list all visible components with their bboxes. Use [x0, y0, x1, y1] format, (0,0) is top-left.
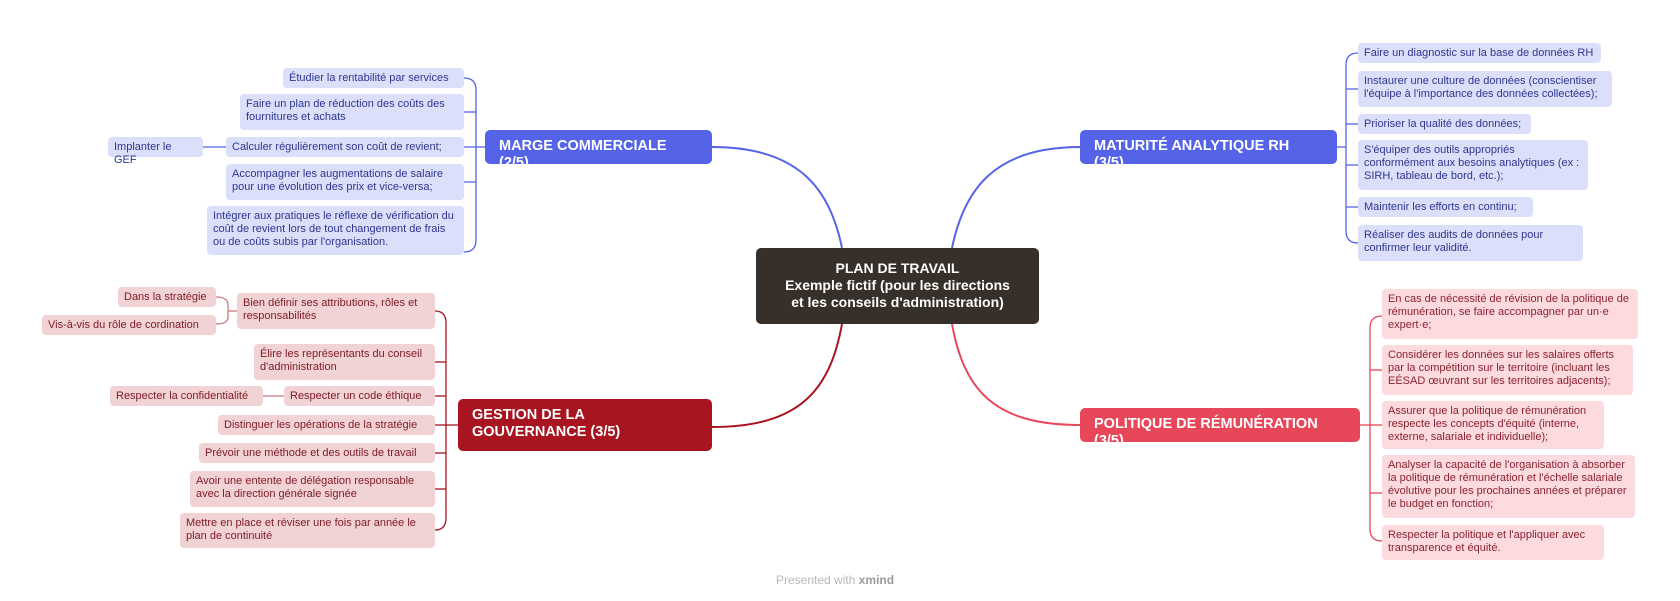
connector-center-remuneration	[951, 323, 1081, 426]
marge-item-cout-revient[interactable]: Calculer régulièrement son coût de revie…	[226, 137, 464, 157]
xmind-logo: xmind	[858, 573, 895, 587]
gouvernance-item-methode[interactable]: Prévoir une méthode et des outils de tra…	[199, 443, 435, 463]
presented-with-footer: Presented with xmind	[776, 573, 894, 587]
branch-remuneration[interactable]: POLITIQUE DE RÉMUNÉRATION (3/5)	[1080, 408, 1360, 449]
branch-maturite-analytique[interactable]: MATURITÉ ANALYTIQUE RH (3/5)	[1080, 130, 1337, 171]
maturite-item-culture-donnees[interactable]: Instaurer une culture de données (consci…	[1358, 71, 1612, 107]
remuneration-item-competition[interactable]: Considérer les données sur les salaires …	[1382, 345, 1633, 395]
gouvernance-item-continuite[interactable]: Mettre en place et réviser une fois par …	[180, 513, 435, 548]
branch-gouvernance[interactable]: GESTION DE LA GOUVERNANCE (3/5)	[458, 399, 712, 451]
central-topic-line-1: PLAN DE TRAVAIL	[835, 260, 960, 276]
gouvernance-sub-strategie[interactable]: Dans la stratégie	[118, 287, 216, 307]
central-topic-line-3: et les conseils d'administration)	[791, 294, 1004, 310]
connector-center-gouvernance	[711, 323, 843, 428]
gouvernance-item-distinguer[interactable]: Distinguer les opérations de la stratégi…	[218, 415, 435, 435]
marge-item-augmentations[interactable]: Accompagner les augmentations de salaire…	[226, 164, 464, 200]
maturite-item-diagnostic[interactable]: Faire un diagnostic sur la base de donné…	[1358, 43, 1601, 63]
gouvernance-sub-confidentialite[interactable]: Respecter la confidentialité	[110, 386, 263, 406]
remuneration-item-equite[interactable]: Assurer que la politique de rémunération…	[1382, 401, 1604, 449]
marge-sub-implanter-gef[interactable]: Implanter le GEF	[108, 137, 203, 166]
marge-item-rentabilite[interactable]: Étudier la rentabilité par services	[283, 68, 464, 88]
remuneration-item-transparence[interactable]: Respecter la politique et l'appliquer av…	[1382, 525, 1604, 560]
maturite-item-efforts[interactable]: Maintenir les efforts en continu;	[1358, 197, 1533, 217]
maturite-item-outils[interactable]: S'équiper des outils appropriés conformé…	[1358, 140, 1588, 190]
gouvernance-sub-cordination[interactable]: Vis-à-vis du rôle de cordination	[42, 315, 216, 335]
gouvernance-item-attributions[interactable]: Bien définir ses attributions, rôles et …	[237, 293, 435, 329]
marge-item-reduction-couts[interactable]: Faire un plan de réduction des coûts des…	[240, 94, 464, 130]
maturite-item-qualite[interactable]: Prioriser la qualité des données;	[1358, 114, 1531, 134]
marge-item-reflexe[interactable]: Intégrer aux pratiques le réflexe de vér…	[207, 206, 464, 255]
gouvernance-item-delegation[interactable]: Avoir une entente de délégation responsa…	[190, 471, 435, 507]
gouvernance-item-elire[interactable]: Élire les représentants du conseil d'adm…	[254, 344, 435, 380]
footer-prefix: Presented with	[776, 573, 856, 587]
connector-center-marge	[711, 146, 843, 249]
remuneration-item-capacite[interactable]: Analyser la capacité de l'organisation à…	[1382, 455, 1635, 518]
branch-marge-commerciale[interactable]: MARGE COMMERCIALE (2/5)	[485, 130, 712, 171]
central-topic-line-2: Exemple fictif (pour les directions	[785, 277, 1010, 293]
gouvernance-item-code-ethique[interactable]: Respecter un code éthique	[284, 386, 435, 406]
central-topic[interactable]: PLAN DE TRAVAIL Exemple fictif (pour les…	[756, 248, 1039, 324]
maturite-item-audits[interactable]: Réaliser des audits de données pour conf…	[1358, 225, 1583, 261]
remuneration-item-expert[interactable]: En cas de nécessité de révision de la po…	[1382, 289, 1638, 339]
connector-center-maturite	[951, 146, 1081, 249]
